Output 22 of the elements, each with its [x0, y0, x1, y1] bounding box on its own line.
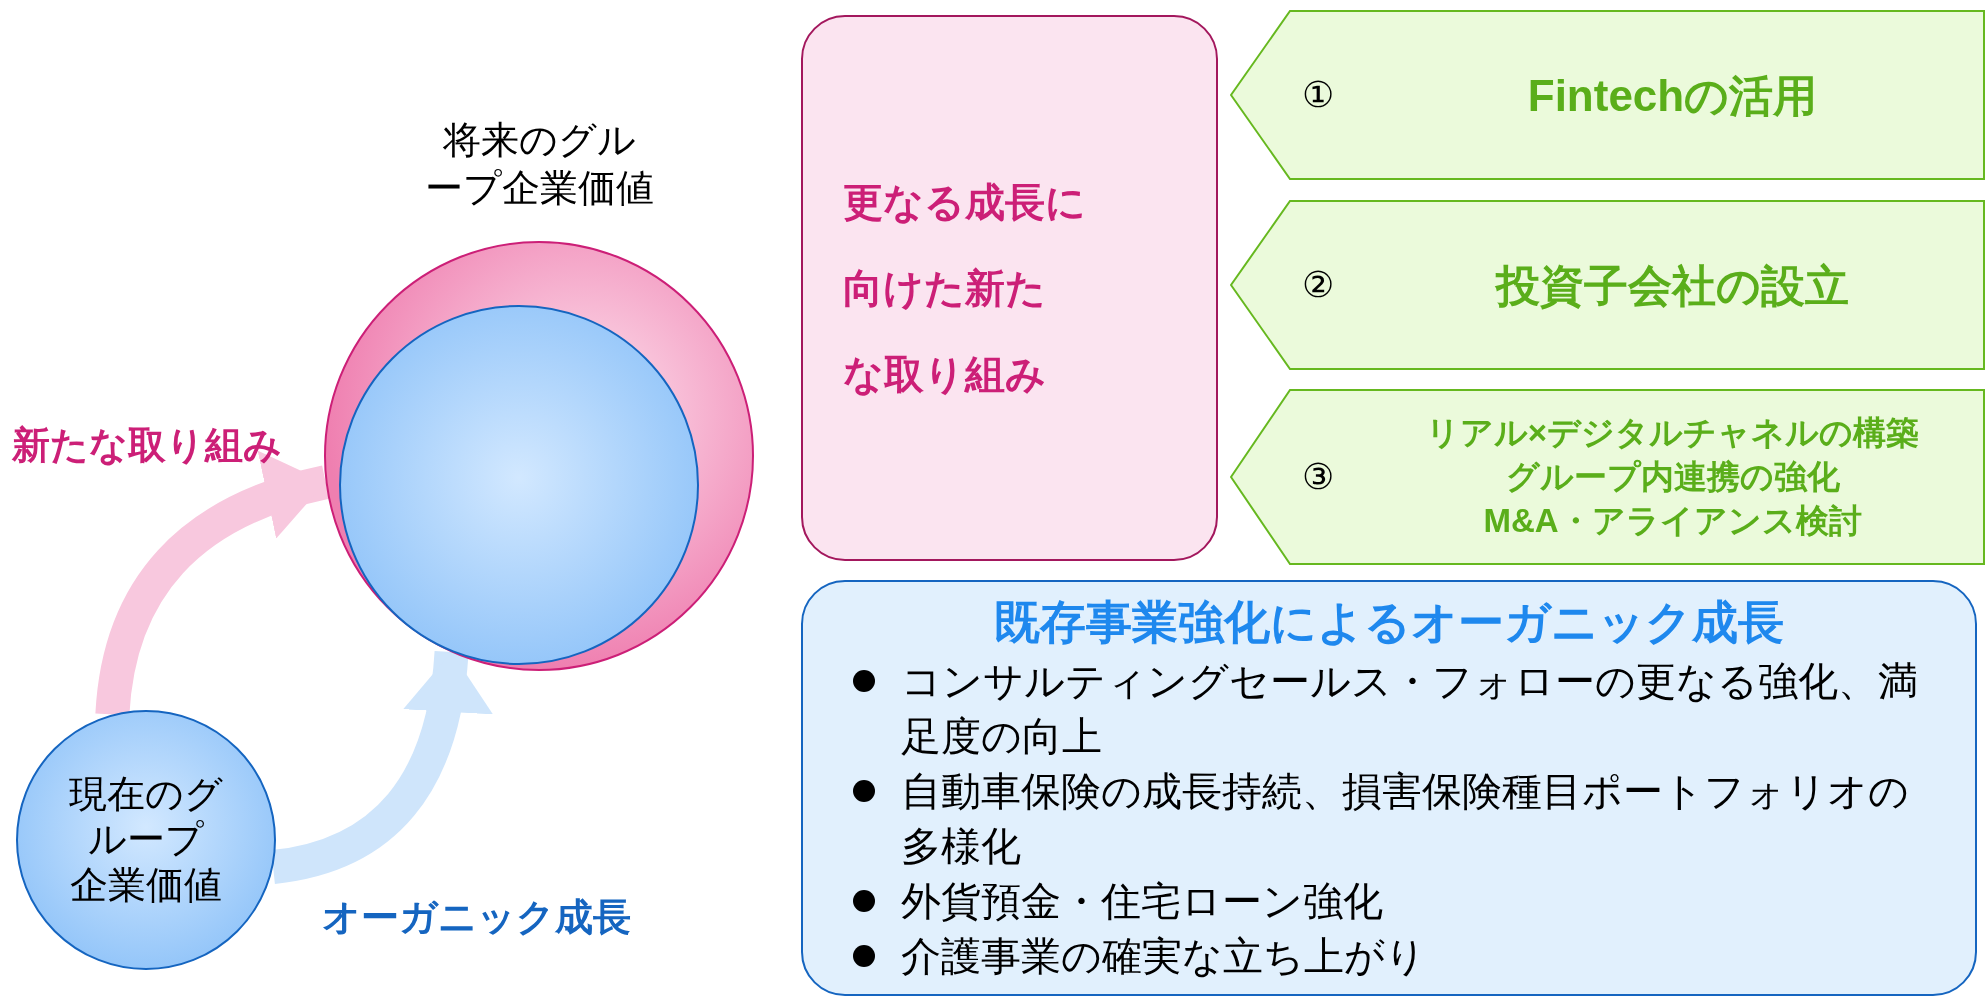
panel-title: 既存事業強化によるオーガニック成長	[993, 595, 1785, 650]
initiative-text: 投資子会社の設立	[1496, 259, 1849, 312]
initiative-text: M&A・アライアンス検討	[1483, 501, 1862, 541]
panel-text: 更なる成長に向けた新たな取り組み	[843, 179, 1087, 398]
step-number: ②	[1302, 267, 1334, 303]
bullet-text: 自動車保険の成長持続、損害保険種目ポートフォリオの多様化	[901, 768, 1910, 870]
bullet-text: 外貨預金・住宅ローン強化	[901, 878, 1383, 925]
bullet-text: 介護事業の確実な立ち上がり	[901, 933, 1426, 980]
initiative-text: Fintechの活用	[1527, 69, 1818, 122]
initiative-panel	[801, 15, 1218, 561]
edge-label: 新たな取り組み	[12, 423, 282, 468]
step-number: ③	[1302, 459, 1334, 495]
circle-heading: 将来のグループ企業価値	[423, 118, 655, 211]
initiative-text: グループ内連携の強化	[1505, 457, 1840, 497]
organic-growth-panel	[801, 580, 1977, 996]
bullet-text: コンサルティングセールス・フォローの更なる強化、満足度の向上	[901, 658, 1919, 760]
edge-label: オーガニック成長	[322, 895, 631, 940]
circle-text: 現在のグループ企業価値	[68, 771, 224, 908]
initiative-text: リアル×デジタルチャネルの構築	[1425, 413, 1920, 453]
step-number: ①	[1302, 77, 1334, 113]
curved-arrow	[270, 650, 491, 884]
curved-arrow	[95, 453, 330, 717]
